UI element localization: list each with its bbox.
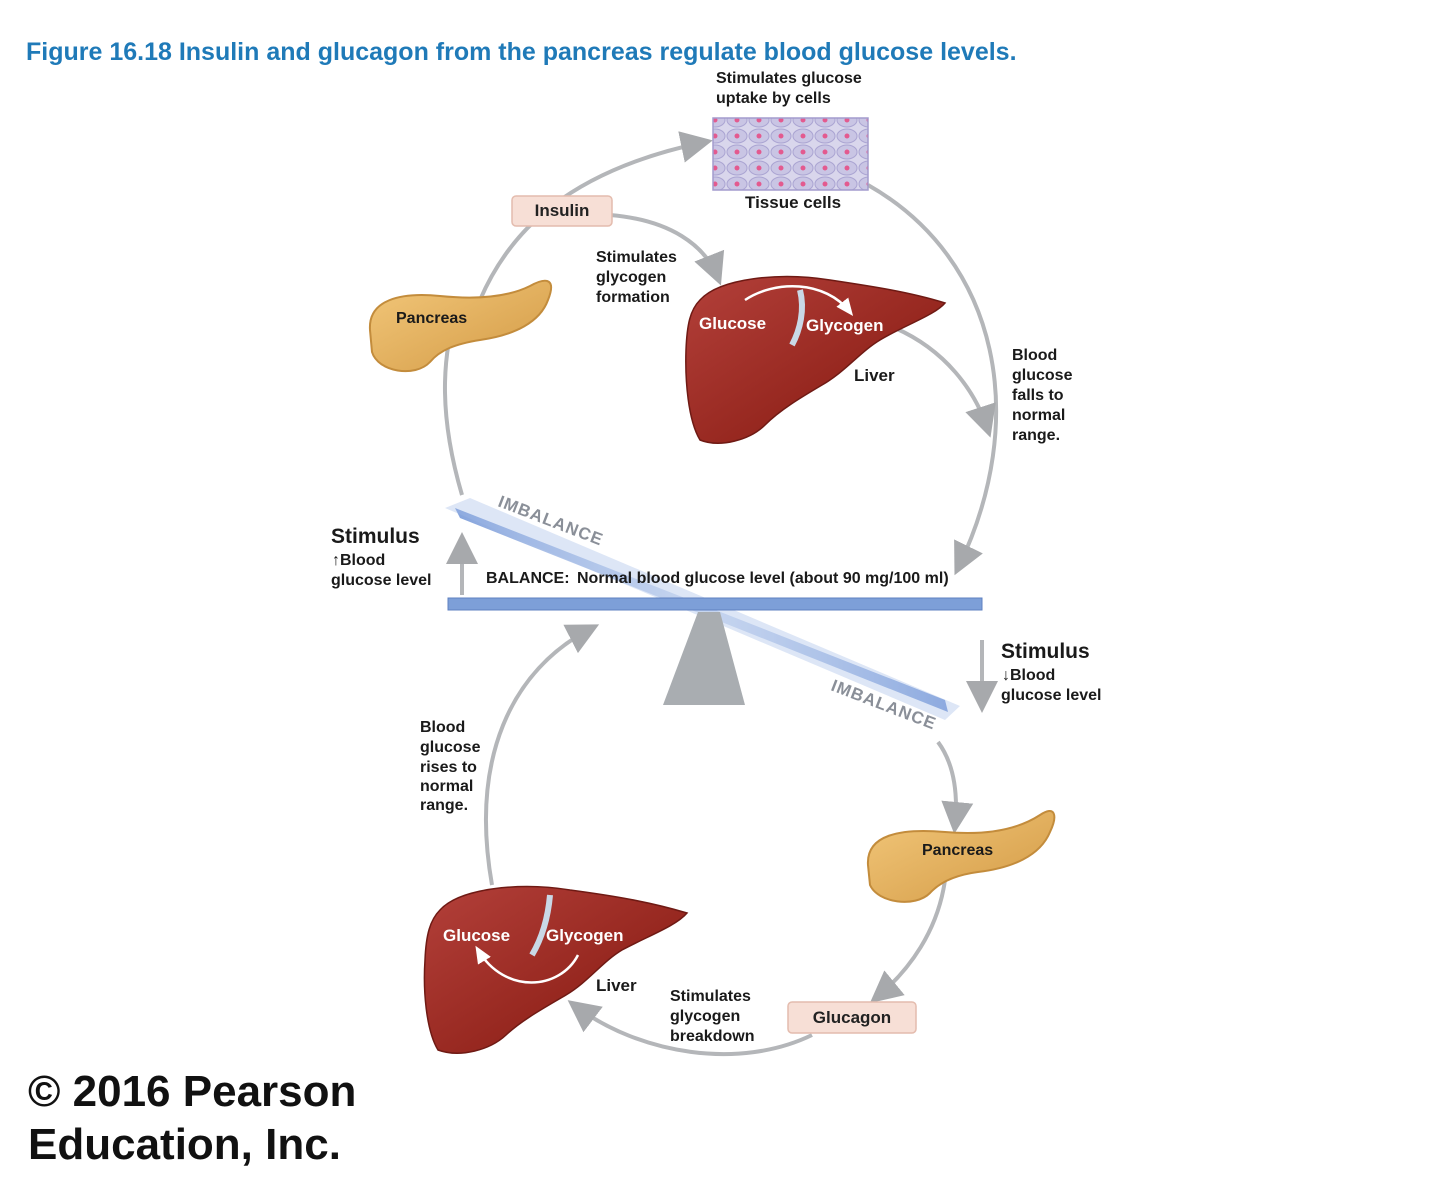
glucagon-box (787, 1001, 917, 1034)
arrow-tissue-to-balance (867, 183, 999, 576)
tissue-cells-image (712, 117, 869, 191)
falls-line5: range. (1012, 427, 1060, 444)
arrow-liver-to-normal (894, 326, 996, 438)
liver-top-label: Liver (854, 366, 895, 385)
pancreas-top-label: Pancreas (396, 310, 467, 327)
liver-top-conversion-arrow (744, 285, 854, 316)
arrow-liver-to-balance (484, 624, 600, 886)
rises-line4: normal (420, 778, 473, 795)
tissue-cells-label: Tissue cells (745, 193, 841, 212)
stim-breakdown-line1: Stimulates (670, 988, 751, 1005)
liver-top-glucose-label: Glucose (699, 314, 766, 333)
copyright-line1: © 2016 Pearson (28, 1067, 356, 1116)
stim-glycogen-line1: Stimulates (596, 249, 677, 266)
tissue-caption-line1: Stimulates glucose (716, 70, 862, 87)
liver-top-glycogen-label: Glycogen (806, 316, 883, 335)
stimulus-right-title: Stimulus (1001, 640, 1090, 663)
beam-fulcrum (663, 612, 745, 705)
falls-line1: Blood (1012, 347, 1057, 364)
stim-breakdown-line3: breakdown (670, 1028, 754, 1045)
figure-title: Figure 16.18 Insulin and glucagon from t… (26, 38, 1017, 66)
down-arrow-glyph: ↓ (1002, 667, 1010, 684)
beam-balance (447, 597, 983, 611)
rises-line1: Blood (420, 719, 465, 736)
liver-top-image (685, 275, 947, 444)
stimulus-right-line3: glucose level (1001, 687, 1102, 704)
up-arrow-glyph: ↑ (332, 552, 340, 569)
liver-bottom-image (423, 885, 689, 1054)
pancreas-top-image (368, 279, 553, 372)
falls-line3: falls to (1012, 387, 1064, 404)
arrow-insulin-to-liver (609, 213, 725, 286)
arrow-stimulus-to-pancreas-bottom (936, 740, 974, 834)
liver-bottom-glucose-label: Glucose (443, 926, 510, 945)
stim-glycogen-line3: formation (596, 289, 670, 306)
pancreas-bottom-image (866, 810, 1056, 903)
liver-bottom-glycogen-label: Glycogen (546, 926, 623, 945)
copyright-line2: Education, Inc. (28, 1120, 341, 1169)
stimulus-right-line2: ↓Blood (1002, 667, 1055, 684)
falls-line2: glucose (1012, 367, 1073, 384)
balance-description: Normal blood glucose level (about 90 mg/… (577, 570, 949, 587)
rises-line5: range. (420, 797, 468, 814)
stimulus-left-line2: ↑Blood (332, 552, 385, 569)
falls-line4: normal (1012, 407, 1065, 424)
liver-bottom-label: Liver (596, 976, 637, 995)
pancreas-bottom-label: Pancreas (922, 842, 993, 859)
tissue-caption-line2: uptake by cells (716, 90, 831, 107)
liver-bottom-conversion-arrow (475, 945, 580, 984)
rises-line3: rises to (420, 759, 477, 776)
arrow-pancreas-to-glucagon (869, 879, 947, 1004)
balance-text: BALANCE: Normal blood glucose level (abo… (486, 570, 949, 587)
stim-breakdown-line2: glycogen (670, 1008, 740, 1025)
insulin-label: Insulin (535, 201, 590, 220)
balance-bold: BALANCE: (486, 570, 570, 587)
stimulus-left-title: Stimulus (331, 525, 420, 548)
rises-line2: glucose (420, 739, 481, 756)
stim-glycogen-line2: glycogen (596, 269, 666, 286)
stimulus-left-line3: glucose level (331, 572, 432, 589)
glucagon-label: Glucagon (813, 1008, 891, 1027)
arrow-glucagon-to-liver (567, 1000, 813, 1057)
insulin-box (511, 195, 613, 227)
